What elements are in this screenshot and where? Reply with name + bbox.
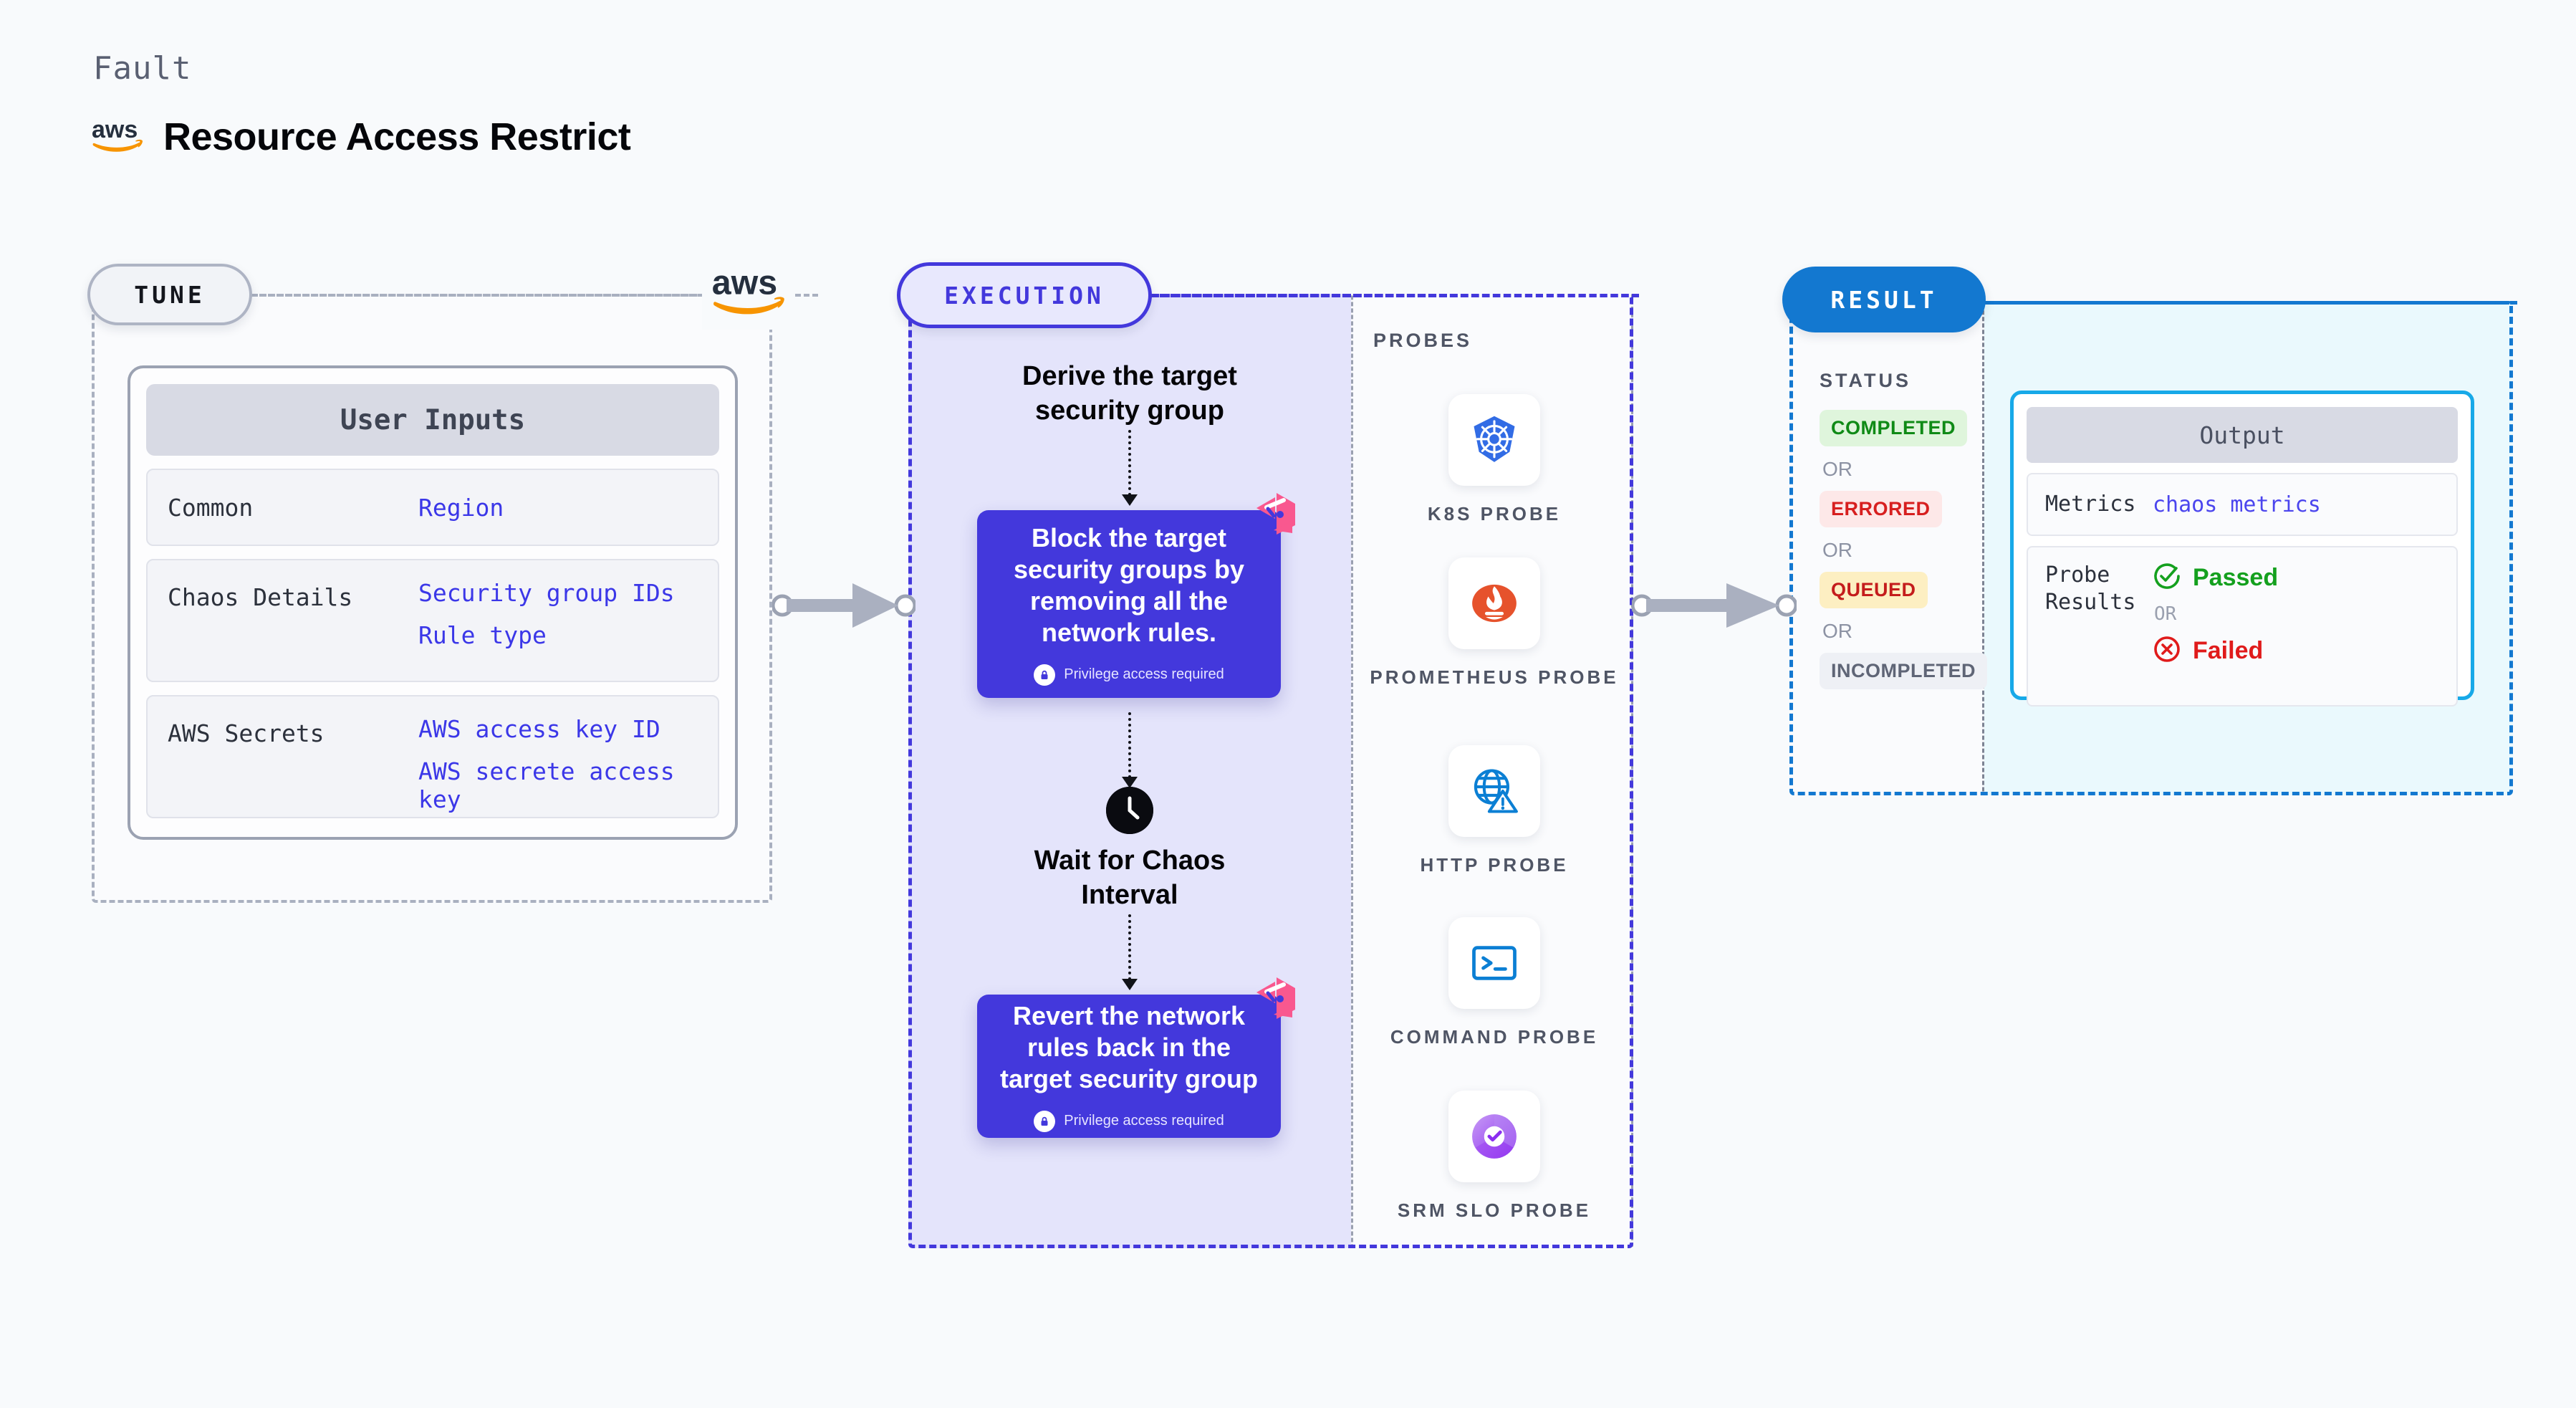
- probe-result-label: Failed: [2193, 636, 2264, 664]
- probe-result-failed: Failed: [2153, 635, 2278, 666]
- user-inputs-title: User Inputs: [146, 384, 719, 456]
- arrow-right-icon: [771, 573, 917, 641]
- tune-pill[interactable]: TUNE: [87, 264, 252, 325]
- output-card: Output Metrics chaos metrics Probe Resul…: [2010, 391, 2474, 707]
- harness-chaos-icon: [1252, 976, 1298, 1024]
- flow-connector: [1122, 914, 1138, 990]
- privilege-note-text: Privilege access required: [1064, 1113, 1224, 1129]
- flow-connector: [1122, 712, 1138, 788]
- page-title: Resource Access Restrict: [163, 115, 631, 158]
- result-pill[interactable]: RESULT: [1782, 267, 1986, 332]
- user-inputs-row-common: Common Region: [146, 469, 719, 546]
- status-badge-errored: ERRORED: [1820, 491, 1942, 527]
- row-value: Rule type: [418, 621, 547, 649]
- row-value: AWS secrete access key: [418, 757, 675, 813]
- probe-label: PROMETHEUS PROBE: [1370, 666, 1619, 688]
- lock-icon: [1034, 664, 1056, 686]
- probe-label: HTTP PROBE: [1420, 854, 1569, 876]
- x-circle-icon: [2153, 635, 2181, 666]
- privilege-note: Privilege access required: [1034, 664, 1224, 686]
- aws-logo-icon: aws: [92, 116, 143, 158]
- flow-step-wait-title: Wait for Chaos Interval: [1034, 846, 1226, 910]
- probe-result-label: Passed: [2193, 563, 2279, 591]
- flow-step-derive-title: Derive the target security group: [1022, 361, 1237, 426]
- flow-connector: [1122, 430, 1138, 506]
- prometheus-icon: [1448, 557, 1540, 649]
- or-separator: OR: [1822, 458, 1852, 480]
- terminal-icon: [1448, 917, 1540, 1009]
- probe-result-values: Passed OR Failed: [2153, 562, 2278, 691]
- execution-pill[interactable]: EXECUTION: [897, 262, 1152, 328]
- result-top-dash: [1981, 301, 2517, 305]
- or-separator: OR: [2154, 603, 2177, 625]
- arrow-right-icon: [1630, 573, 1798, 641]
- output-title: Output: [2027, 407, 2458, 463]
- probe-item-prometheus[interactable]: PROMETHEUS PROBE: [1353, 557, 1635, 690]
- row-key: Chaos Details: [168, 583, 353, 611]
- status-title: STATUS: [1820, 370, 1911, 391]
- flow-node-revert[interactable]: Revert the network rules back in the tar…: [977, 977, 1295, 1138]
- execution-panel: PROBES: [897, 262, 1639, 1248]
- probe-label: SRM SLO PROBE: [1397, 1199, 1592, 1221]
- probes-title: PROBES: [1373, 330, 1473, 351]
- row-value: AWS access key ID: [418, 715, 660, 743]
- probe-item-http[interactable]: HTTP PROBE: [1353, 745, 1635, 878]
- probe-result-passed: Passed: [2153, 562, 2278, 593]
- status-list: COMPLETED OR ERRORED OR QUEUED OR INCOMP…: [1820, 410, 1988, 689]
- row-key: Probe Results: [2045, 562, 2136, 615]
- clock-icon: [1106, 787, 1153, 834]
- check-circle-icon: [2153, 562, 2181, 593]
- or-separator: OR: [1822, 539, 1852, 561]
- probe-item-command[interactable]: COMMAND PROBE: [1353, 917, 1635, 1050]
- probes-subpanel: PROBES: [1351, 294, 1633, 1248]
- privilege-note: Privilege access required: [1034, 1110, 1224, 1132]
- probe-item-srm-slo[interactable]: SRM SLO PROBE: [1353, 1091, 1635, 1223]
- status-badge-queued: QUEUED: [1820, 572, 1928, 608]
- aws-logo-icon: aws: [702, 252, 795, 330]
- row-value: chaos metrics: [2153, 492, 2321, 517]
- result-status-column: [1789, 301, 1984, 795]
- probe-label: K8S PROBE: [1427, 503, 1562, 525]
- user-inputs-row-aws-secrets: AWS Secrets AWS access key ID AWS secret…: [146, 695, 719, 818]
- row-values: AWS access key ID AWS secrete access key: [418, 715, 698, 813]
- output-row-probe-results: Probe Results Passed OR: [2027, 546, 2458, 707]
- row-values: Region: [418, 494, 504, 522]
- page-eyebrow: Fault: [93, 50, 192, 87]
- tune-panel: TUNE User Inputs Common Region Chaos Det…: [87, 264, 818, 903]
- http-globe-alert-icon: [1448, 745, 1540, 837]
- kubernetes-icon: [1448, 394, 1540, 486]
- harness-chaos-icon: [1252, 492, 1298, 540]
- svg-text:aws: aws: [712, 264, 777, 302]
- flow-node-label: Revert the network rules back in the tar…: [999, 1001, 1259, 1093]
- flow-node-block[interactable]: Block the target security groups by remo…: [977, 493, 1295, 698]
- user-inputs-card: User Inputs Common Region Chaos Details …: [128, 365, 738, 840]
- execution-top-dash: [1152, 294, 1639, 297]
- result-panel: RESULT STATUS COMPLETED OR ERRORED OR QU…: [1782, 267, 2517, 795]
- row-value: Region: [418, 493, 504, 522]
- lock-icon: [1034, 1110, 1056, 1132]
- user-inputs-row-chaos-details: Chaos Details Security group IDs Rule ty…: [146, 559, 719, 682]
- row-value: Security group IDs: [418, 579, 675, 607]
- row-values: Security group IDs Rule type: [418, 579, 675, 649]
- status-badge-completed: COMPLETED: [1820, 410, 1968, 446]
- probe-item-k8s[interactable]: K8S PROBE: [1353, 394, 1635, 527]
- row-key: Metrics: [2045, 492, 2136, 517]
- srm-slo-icon: [1448, 1091, 1540, 1182]
- svg-text:aws: aws: [92, 117, 138, 143]
- privilege-note-text: Privilege access required: [1064, 666, 1224, 683]
- page-title-row: aws Resource Access Restrict: [92, 115, 631, 159]
- tune-top-dash: [252, 294, 818, 297]
- output-row-metrics: Metrics chaos metrics: [2027, 473, 2458, 536]
- flow-node-label: Block the target security groups by remo…: [1013, 523, 1245, 647]
- row-key: AWS Secrets: [168, 719, 325, 747]
- row-key: Common: [168, 493, 254, 522]
- or-separator: OR: [1822, 620, 1852, 642]
- probe-label: COMMAND PROBE: [1390, 1026, 1599, 1048]
- status-badge-incompleted: INCOMPLETED: [1820, 653, 1988, 689]
